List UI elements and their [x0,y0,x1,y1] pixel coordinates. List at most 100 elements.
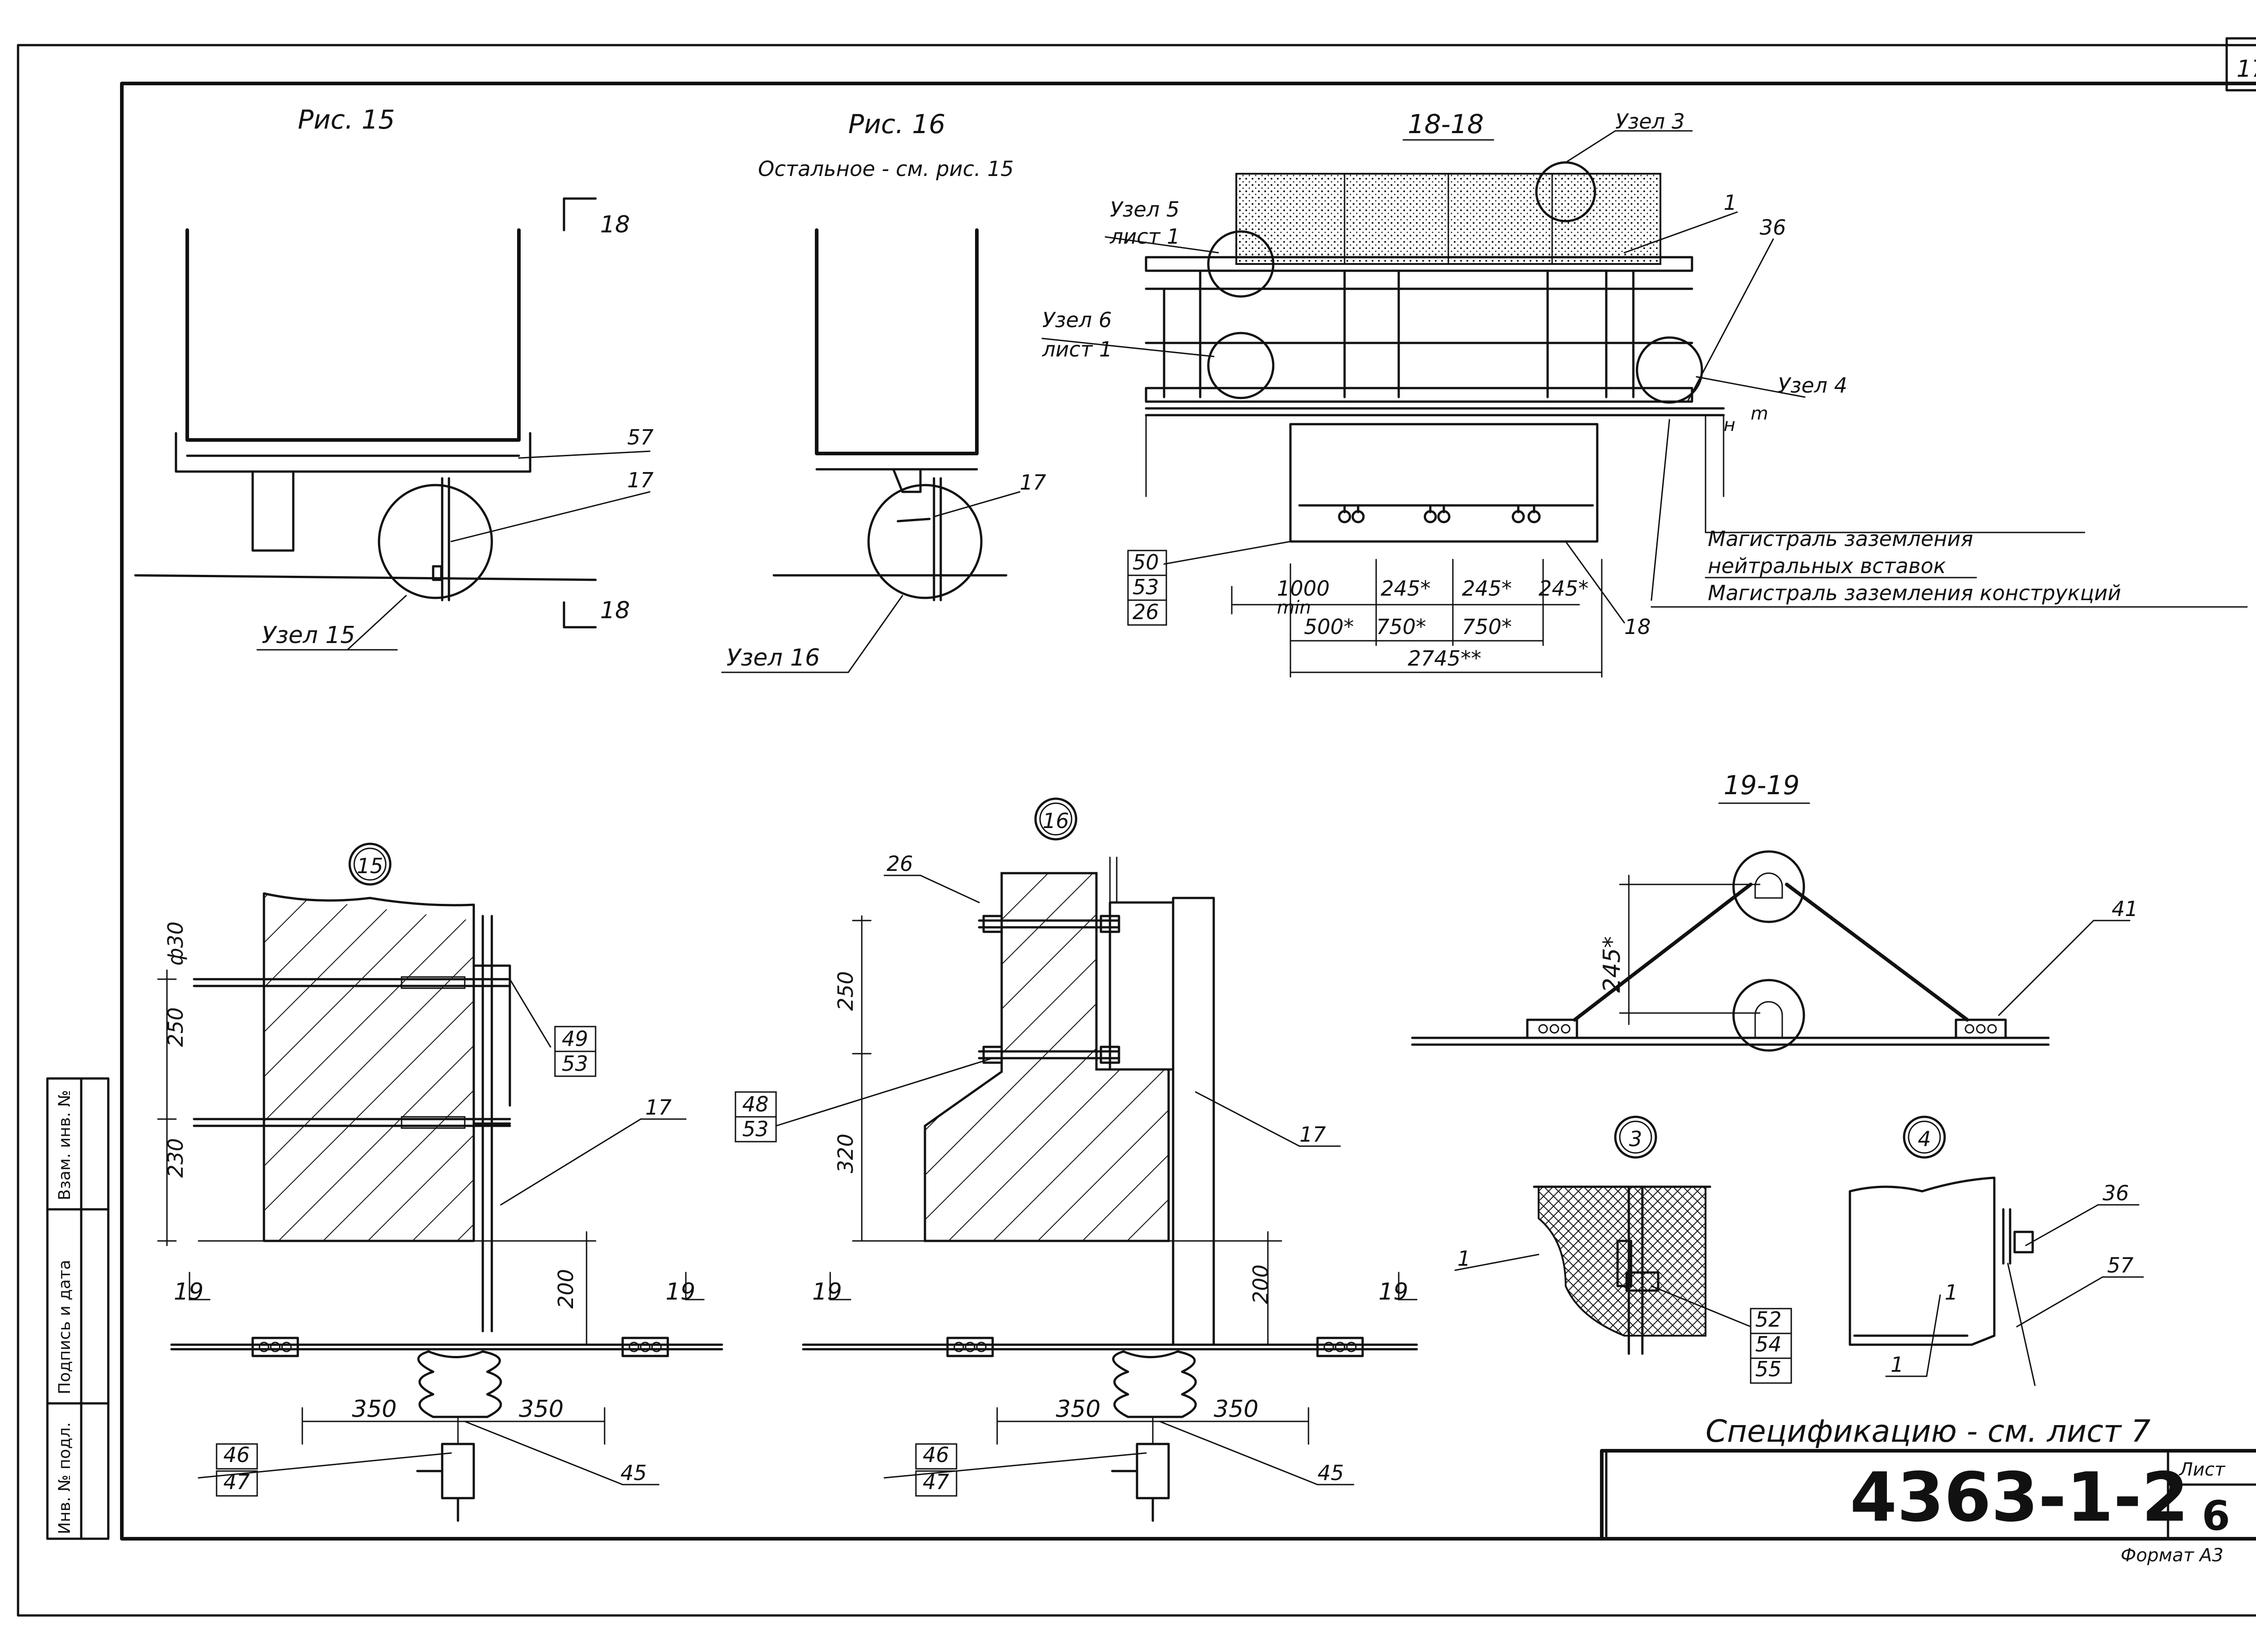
section18-pos-m: m [1751,403,1768,424]
fig15-title: Рис. 15 [298,104,395,135]
node4-label: 4 [1918,1127,1931,1151]
section19-dim: 245* [1599,936,1626,993]
node4-pos-57: 57 [2107,1253,2134,1277]
node3-pos-55: 55 [1755,1357,1782,1381]
node-15: 15 250 230 ф30 200 19 19 [157,842,723,1522]
node16-dim-200: 200 [1248,1264,1273,1304]
node15-pos-53: 53 [562,1051,588,1076]
node15-dim-dia: ф30 [163,921,188,966]
stamp-inv-original: Инв. № подл. [55,1422,74,1534]
node15-pos-45: 45 [620,1461,647,1485]
section18-pos-50: 50 [1133,550,1159,574]
section19-pos-41: 41 [2112,897,2138,921]
title-block: 4363-1-2 Лист 6 Формат А3 [1600,1449,2256,1566]
dim-min: min [1277,597,1311,618]
node16-pos-46: 46 [923,1443,949,1467]
node15-dim-350b: 350 [519,1396,564,1423]
node15-pos-46: 46 [223,1443,250,1467]
dim-500: 500* [1304,615,1354,639]
node15-sec-right: 19 [666,1278,695,1305]
node15-label: 15 [357,854,384,878]
section18-pos-n: н [1724,415,1735,435]
figure-16: Рис. 16 Остальное - см. рис. 15 17 Узел … [721,109,1046,673]
section-18-18: 18-18 Узел 3 Узел 5 [1041,109,2248,678]
fig16-subtitle: Остальное - см. рис. 15 [758,157,1014,181]
node15-dim-350a: 350 [352,1396,397,1423]
dim-750-a: 750* [1376,615,1426,639]
dim-245-c: 245* [1539,576,1589,601]
section18-node5-sheet: лист 1 [1110,224,1180,249]
dim-2745: 2745** [1408,646,1481,671]
fig16-node: Узел 16 [726,644,820,671]
node4-pos-1b: 1 [1891,1352,1904,1377]
section18-node6: Узел 6 [1042,308,1112,332]
node3-pos-52: 52 [1755,1307,1782,1332]
node15-dim-230: 230 [163,1138,188,1178]
section18-pos-53: 53 [1133,575,1159,599]
node-16: 16 250 320 200 26 19 19 [735,797,1418,1522]
sheet-designation: 4363-1-2 [1850,1458,2189,1537]
fig16-pos-17: 17 [1020,470,1046,495]
node15-dim-200: 200 [554,1269,578,1309]
node-4: 4 36 57 1 1 [1849,1115,2144,1386]
node3-pos-1: 1 [1457,1246,1470,1271]
fig15-section-mark: 18 [600,211,630,238]
section18-pos-36: 36 [1760,215,1786,240]
node15-clamps [251,1337,669,1357]
node-3: 3 1 52 54 55 [1454,1115,1792,1384]
section18-node3: Узел 3 [1615,109,1685,134]
node3-label: 3 [1629,1127,1642,1151]
dim-750-b: 750* [1462,615,1512,639]
node16-pos-26: 26 [887,851,913,876]
dim-245-a: 245* [1381,576,1431,601]
fig15-node: Узел 15 [262,622,355,649]
section18-title: 18-18 [1408,109,1484,139]
fig15-section-mark-bottom: 18 [600,597,630,624]
section18-pos-18: 18 [1624,615,1651,639]
fig15-pos-17: 17 [627,468,654,492]
section18-node6-sheet: лист 1 [1042,337,1112,361]
corner-number: 17 [2237,56,2256,83]
node16-pos-48: 48 [742,1092,769,1116]
node16-dim-350a: 350 [1056,1396,1100,1423]
spec-note: Спецификацию - см. лист 7 [1706,1414,2150,1449]
stamp-column: Взам. инв. № Подпись и дата Инв. № подл. [46,1077,110,1540]
sheet-frame: 17 [17,37,2256,1617]
insulator-row [1338,504,1541,523]
node15-pos-47: 47 [223,1470,250,1494]
node15-insulator [416,1350,502,1522]
section18-note1: Магистраль заземления [1708,527,1973,551]
section-19-19: 19-19 245* 41 [1411,770,2138,1052]
list-number: 6 [2202,1492,2230,1540]
fig16-title: Рис. 16 [848,109,945,139]
node16-sec-right: 19 [1378,1278,1408,1305]
node15-sec-left: 19 [174,1278,203,1305]
dim-245-b: 245* [1462,576,1512,601]
figure-15: Рис. 15 18 18 57 17 Узел 15 [134,104,654,651]
node16-insulator [1111,1350,1197,1522]
section19-title: 19-19 [1724,770,1800,801]
stamp-replace-inv: Взам. инв. № [55,1090,74,1200]
node15-pos-17: 17 [645,1095,672,1120]
section18-node5: Узел 5 [1110,197,1179,222]
node16-pos-45: 45 [1318,1461,1344,1485]
node15-dim-250: 250 [163,1007,188,1047]
node16-pos-53: 53 [742,1117,769,1141]
format-label: Формат А3 [2121,1545,2224,1566]
node16-label: 16 [1043,809,1069,833]
section18-node4: Узел 4 [1778,373,1847,398]
section18-pos-1: 1 [1724,190,1737,215]
node4-pos-1a: 1 [1945,1280,1958,1305]
node16-pos-47: 47 [923,1470,949,1494]
node16-pos-17: 17 [1299,1122,1326,1147]
list-label: Лист [2178,1459,2226,1480]
node3-pos-54: 54 [1755,1332,1782,1356]
stamp-signature-date: Подпись и дата [55,1260,74,1394]
node16-dim-250: 250 [833,971,858,1011]
node15-pos-49: 49 [562,1027,588,1051]
node16-dim-350b: 350 [1214,1396,1258,1423]
section18-note3: Магистраль заземления конструкций [1708,581,2121,605]
section18-note2: нейтральных вставок [1708,554,1946,578]
node4-pos-36: 36 [2103,1181,2129,1205]
